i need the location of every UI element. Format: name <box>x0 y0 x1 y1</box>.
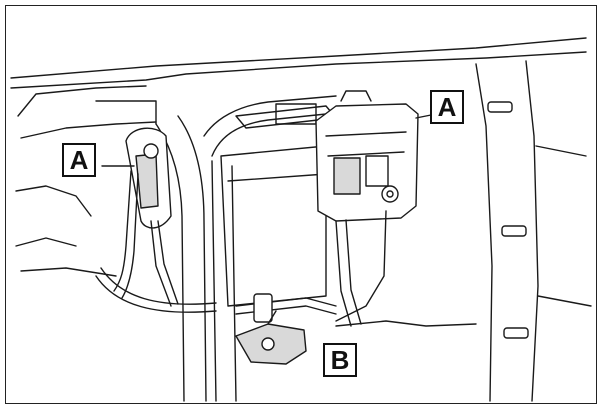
callout-label-a-right: A <box>430 90 464 124</box>
right-pillar <box>475 60 592 402</box>
ground-bracket <box>235 310 307 365</box>
module-box <box>220 103 337 307</box>
diagram-frame <box>5 5 597 404</box>
right-relay-block <box>315 90 419 327</box>
callout-label-b: B <box>323 343 357 377</box>
central-bracket <box>95 95 337 402</box>
wiring-harness <box>95 267 477 327</box>
callout-label-a-left: A <box>62 143 96 177</box>
body-panel <box>10 37 587 277</box>
engine-bay-illustration <box>10 37 592 402</box>
left-connector <box>113 127 179 307</box>
